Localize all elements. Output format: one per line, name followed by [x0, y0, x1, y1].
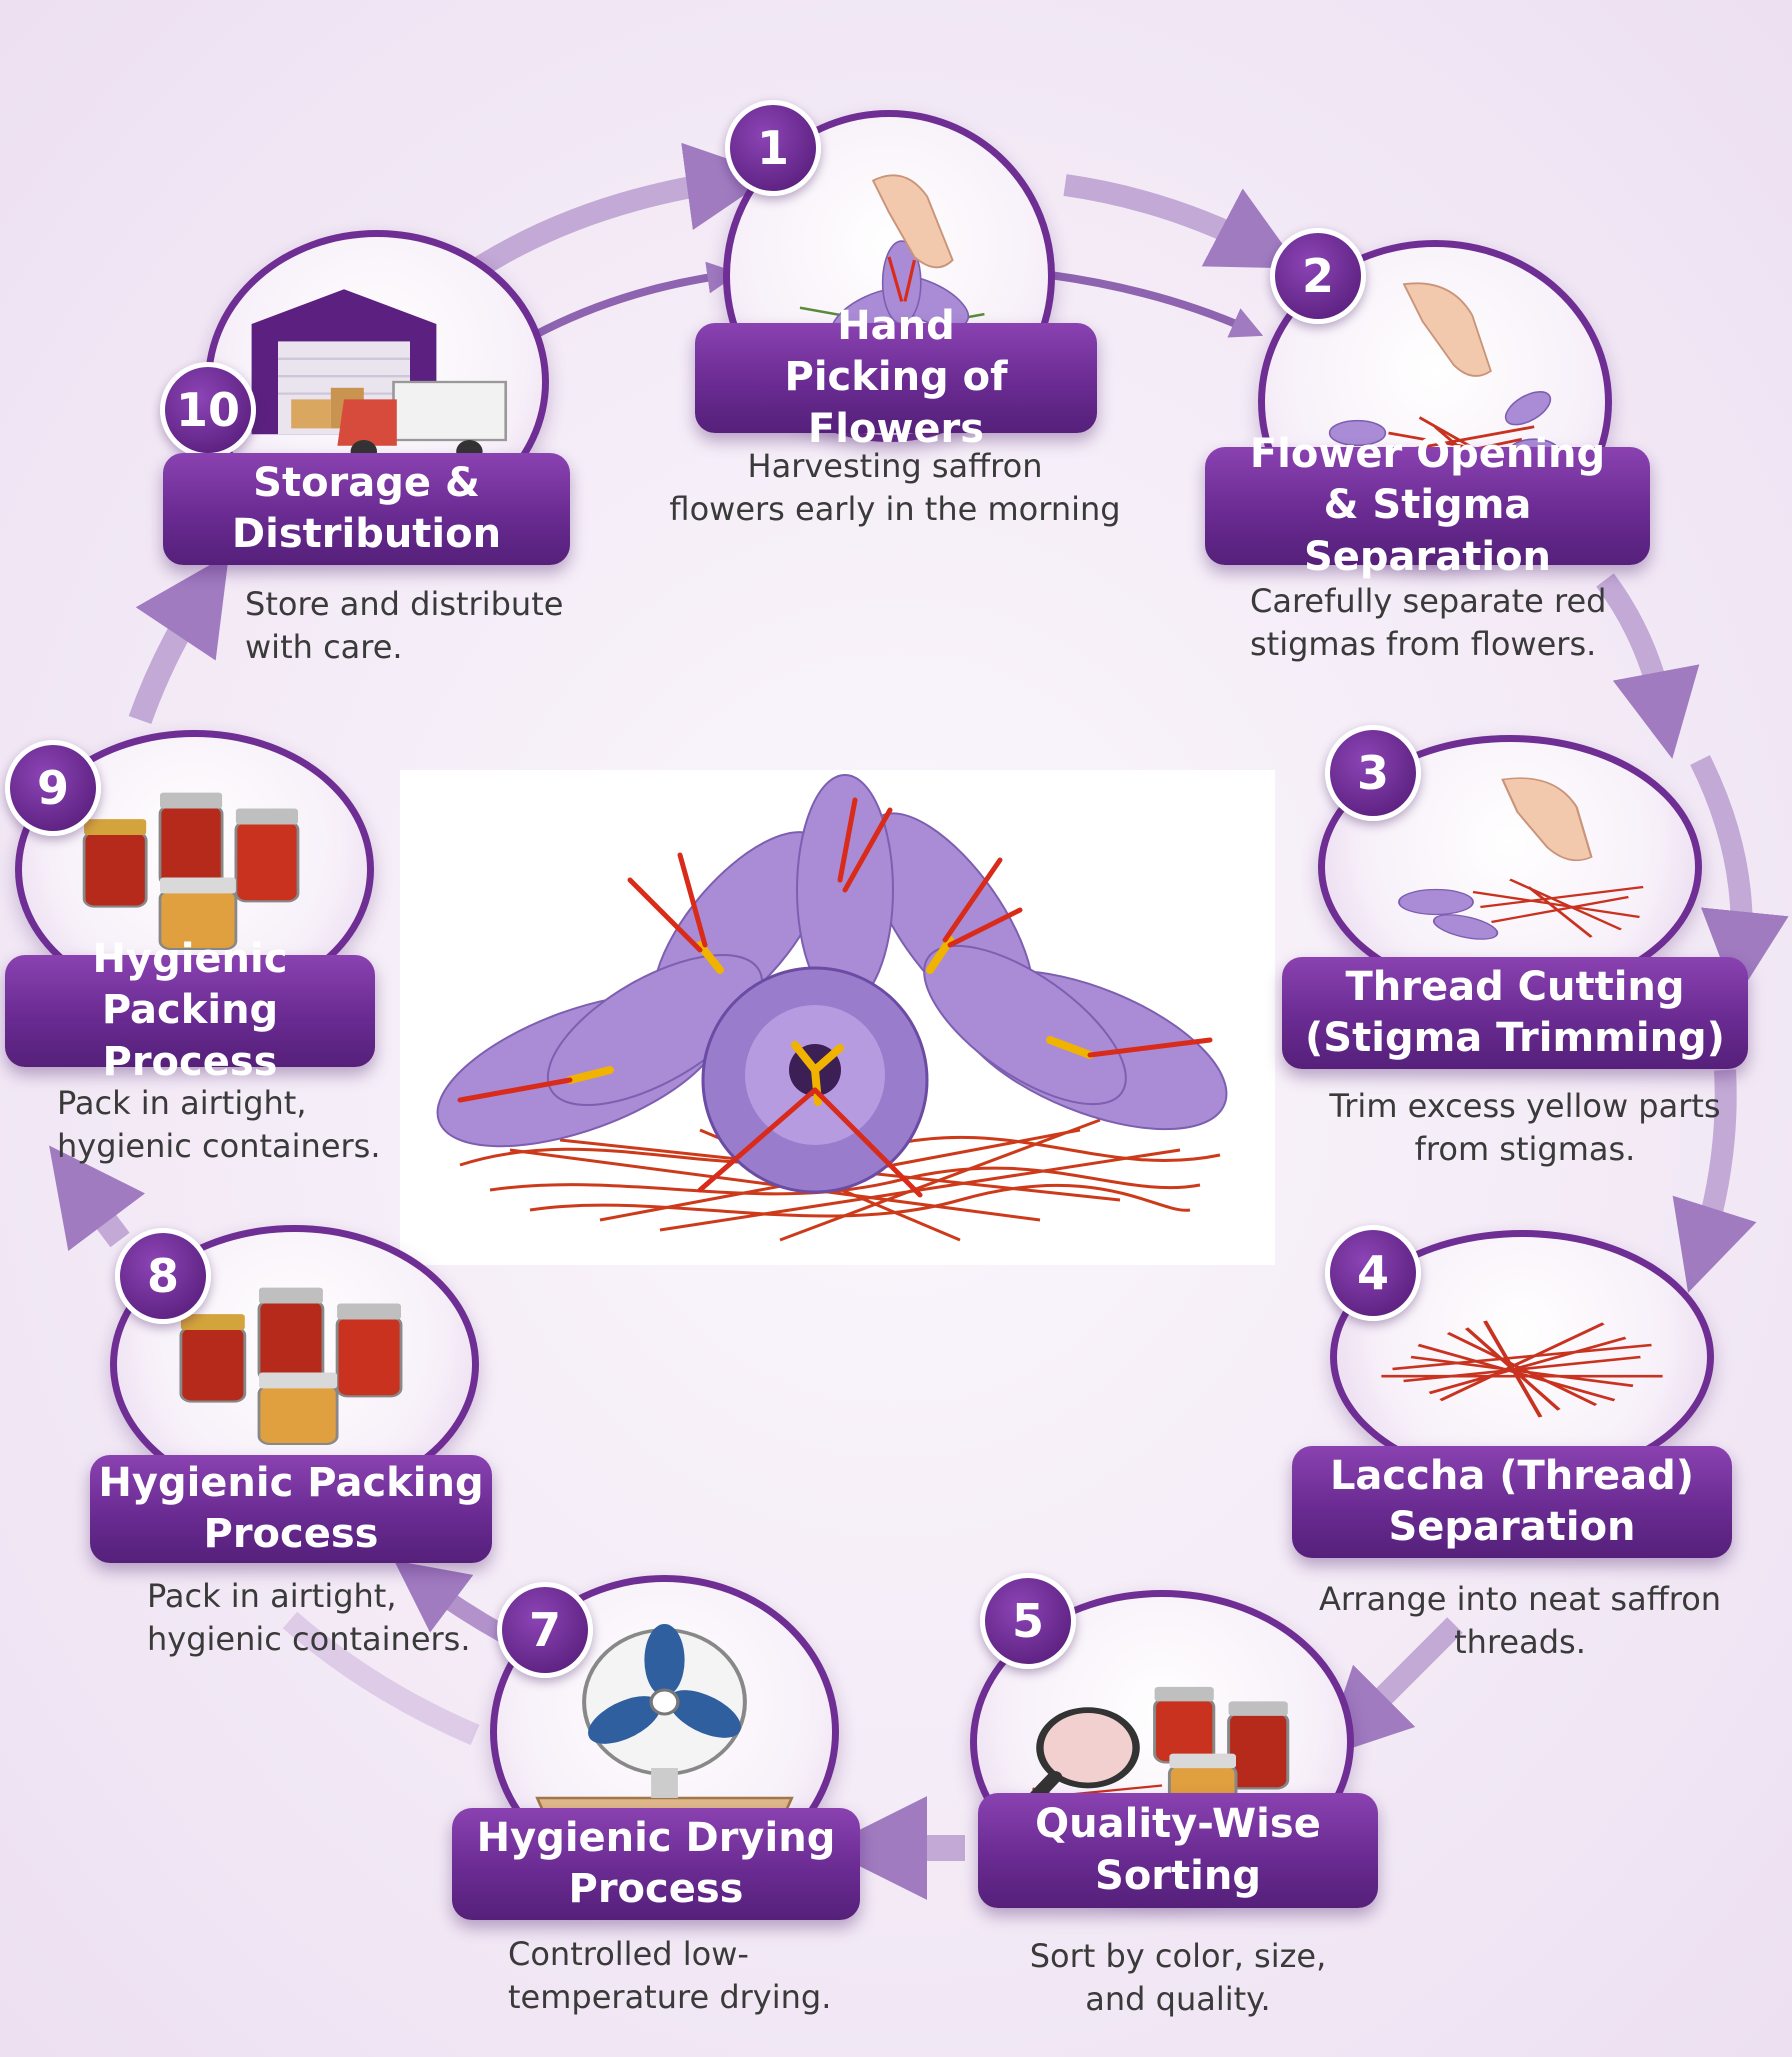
step-4-desc-line1: Arrange into neat saffron [1318, 1580, 1722, 1618]
step-7-desc-line2: temperature drying. [508, 1978, 832, 2017]
step-1-desc-line2: flowers early in the morning [669, 490, 1121, 529]
step-1-title-line2: Picking of Flowers [784, 354, 1008, 452]
step-2-description: Carefully separate red stigmas from flow… [1250, 580, 1650, 666]
step-9-title: Hygienic Packing Process [5, 936, 375, 1085]
step-3-description: Trim excess yellow parts from stigmas. [1300, 1085, 1750, 1171]
step-4-title-line1: Laccha (Thread) [1329, 1452, 1695, 1499]
step-2-title: Flower Opening & Stigma Separation [1205, 431, 1650, 580]
arrow-1-to-2-outer [1063, 174, 1301, 269]
step-5-title: Quality-Wise Sorting [978, 1793, 1378, 1908]
arrow-8-to-9 [49, 1145, 146, 1252]
step-9-title-line1: Hygienic Packing [92, 936, 288, 1034]
step-10-title-line1: Storage & [253, 459, 480, 506]
step-3-desc-line1: Trim excess yellow parts [1329, 1087, 1721, 1125]
step-7-desc-line1: Controlled low- [508, 1935, 749, 1973]
arrow-2-to-3 [1596, 573, 1700, 759]
step-8-description: Pack in airtight, hygienic containers. [147, 1575, 507, 1661]
step-10-title-line2: Distribution [231, 511, 502, 557]
step-8-desc-line2: hygienic containers. [147, 1620, 471, 1659]
step-3-title-line1: Thread Cutting [1345, 963, 1685, 1010]
step-4-title-line2: Separation [1388, 1504, 1636, 1550]
step-1-desc-line1: Harvesting saffron [747, 447, 1043, 485]
step-7-description: Controlled low- temperature drying. [508, 1933, 908, 2019]
step-1-number: 1 [725, 100, 821, 196]
step-9-desc-line1: Pack in airtight, [57, 1084, 307, 1122]
step-4-title: Laccha (Thread) Separation [1292, 1446, 1732, 1558]
step-4-description: Arrange into neat saffron threads. [1290, 1578, 1750, 1664]
step-4-desc-line2: threads. [1454, 1623, 1586, 1662]
arrow-10-to-1-outer [469, 142, 775, 280]
arrow-7-to-8 [394, 1560, 510, 1643]
step-2-number: 2 [1270, 228, 1366, 324]
arrow-3-right-arc [1690, 755, 1789, 1000]
step-10-title: Storage & Distribution [163, 453, 570, 565]
step-7-title: Hygienic Drying Process [452, 1808, 860, 1920]
step-3-desc-line2: from stigmas. [1414, 1130, 1636, 1169]
step-8-title-line1: Hygienic Packing [98, 1459, 484, 1506]
step-1-description: Harvesting saffron flowers early in the … [665, 445, 1125, 531]
step-3-title: Thread Cutting (Stigma Trimming) [1282, 957, 1748, 1069]
step-9-desc-line2: hygienic containers. [57, 1127, 381, 1166]
arrow-4-to-5 [1321, 1617, 1463, 1759]
step-8-number: 8 [115, 1228, 211, 1324]
step-10-desc-line2: with care. [245, 628, 403, 667]
step-10-description: Store and distribute with care. [245, 583, 605, 669]
step-5-number: 5 [980, 1573, 1076, 1669]
step-4-number: 4 [1325, 1225, 1421, 1321]
step-8-title: Hygienic Packing Process [90, 1455, 492, 1563]
step-9-description: Pack in airtight, hygienic containers. [57, 1082, 417, 1168]
arrow-10-to-1-inner [533, 261, 740, 339]
step-8-title-line2: Process [203, 1511, 379, 1557]
step-9-title-line2: Process [102, 1038, 278, 1085]
step-2-title-line1: Flower Opening [1249, 431, 1606, 478]
step-7-number: 7 [497, 1582, 593, 1678]
step-10-desc-line1: Store and distribute [245, 585, 564, 623]
step-5-description: Sort by color, size, and quality. [968, 1935, 1388, 2021]
step-2-desc-line2: stigmas from flowers. [1250, 625, 1597, 664]
arrow-9-to-10 [128, 554, 229, 725]
step-5-desc-line1: Sort by color, size, [1029, 1937, 1327, 1975]
step-3-title-line2: (Stigma Trimming) [1305, 1015, 1725, 1061]
step-1-title-line1: Hand [837, 303, 955, 350]
saffron-flowers-image [436, 774, 1228, 1242]
step-3-number: 3 [1325, 725, 1421, 821]
step-5-title-line2: Sorting [1095, 1852, 1261, 1899]
step-5-title-line1: Quality-Wise [1035, 1801, 1321, 1848]
step-9-number: 9 [5, 740, 101, 836]
step-2-desc-line1: Carefully separate red [1250, 582, 1607, 620]
center-saffron-illustration [400, 770, 1275, 1265]
step-2-title-line2: & Stigma Separation [1303, 482, 1552, 580]
step-8-desc-line1: Pack in airtight, [147, 1577, 397, 1615]
step-1-title: Hand Picking of Flowers [695, 303, 1097, 452]
arrow-3-to-4 [1672, 1069, 1757, 1293]
arrow-7-to-8-lower [282, 1611, 480, 1746]
step-10-number: 10 [160, 362, 256, 458]
arrow-1-to-2-inner [1049, 271, 1264, 338]
step-7-title-line1: Hygienic Drying [476, 1814, 836, 1861]
step-5-desc-line2: and quality. [1085, 1980, 1271, 2019]
step-7-title-line2: Process [568, 1866, 744, 1912]
